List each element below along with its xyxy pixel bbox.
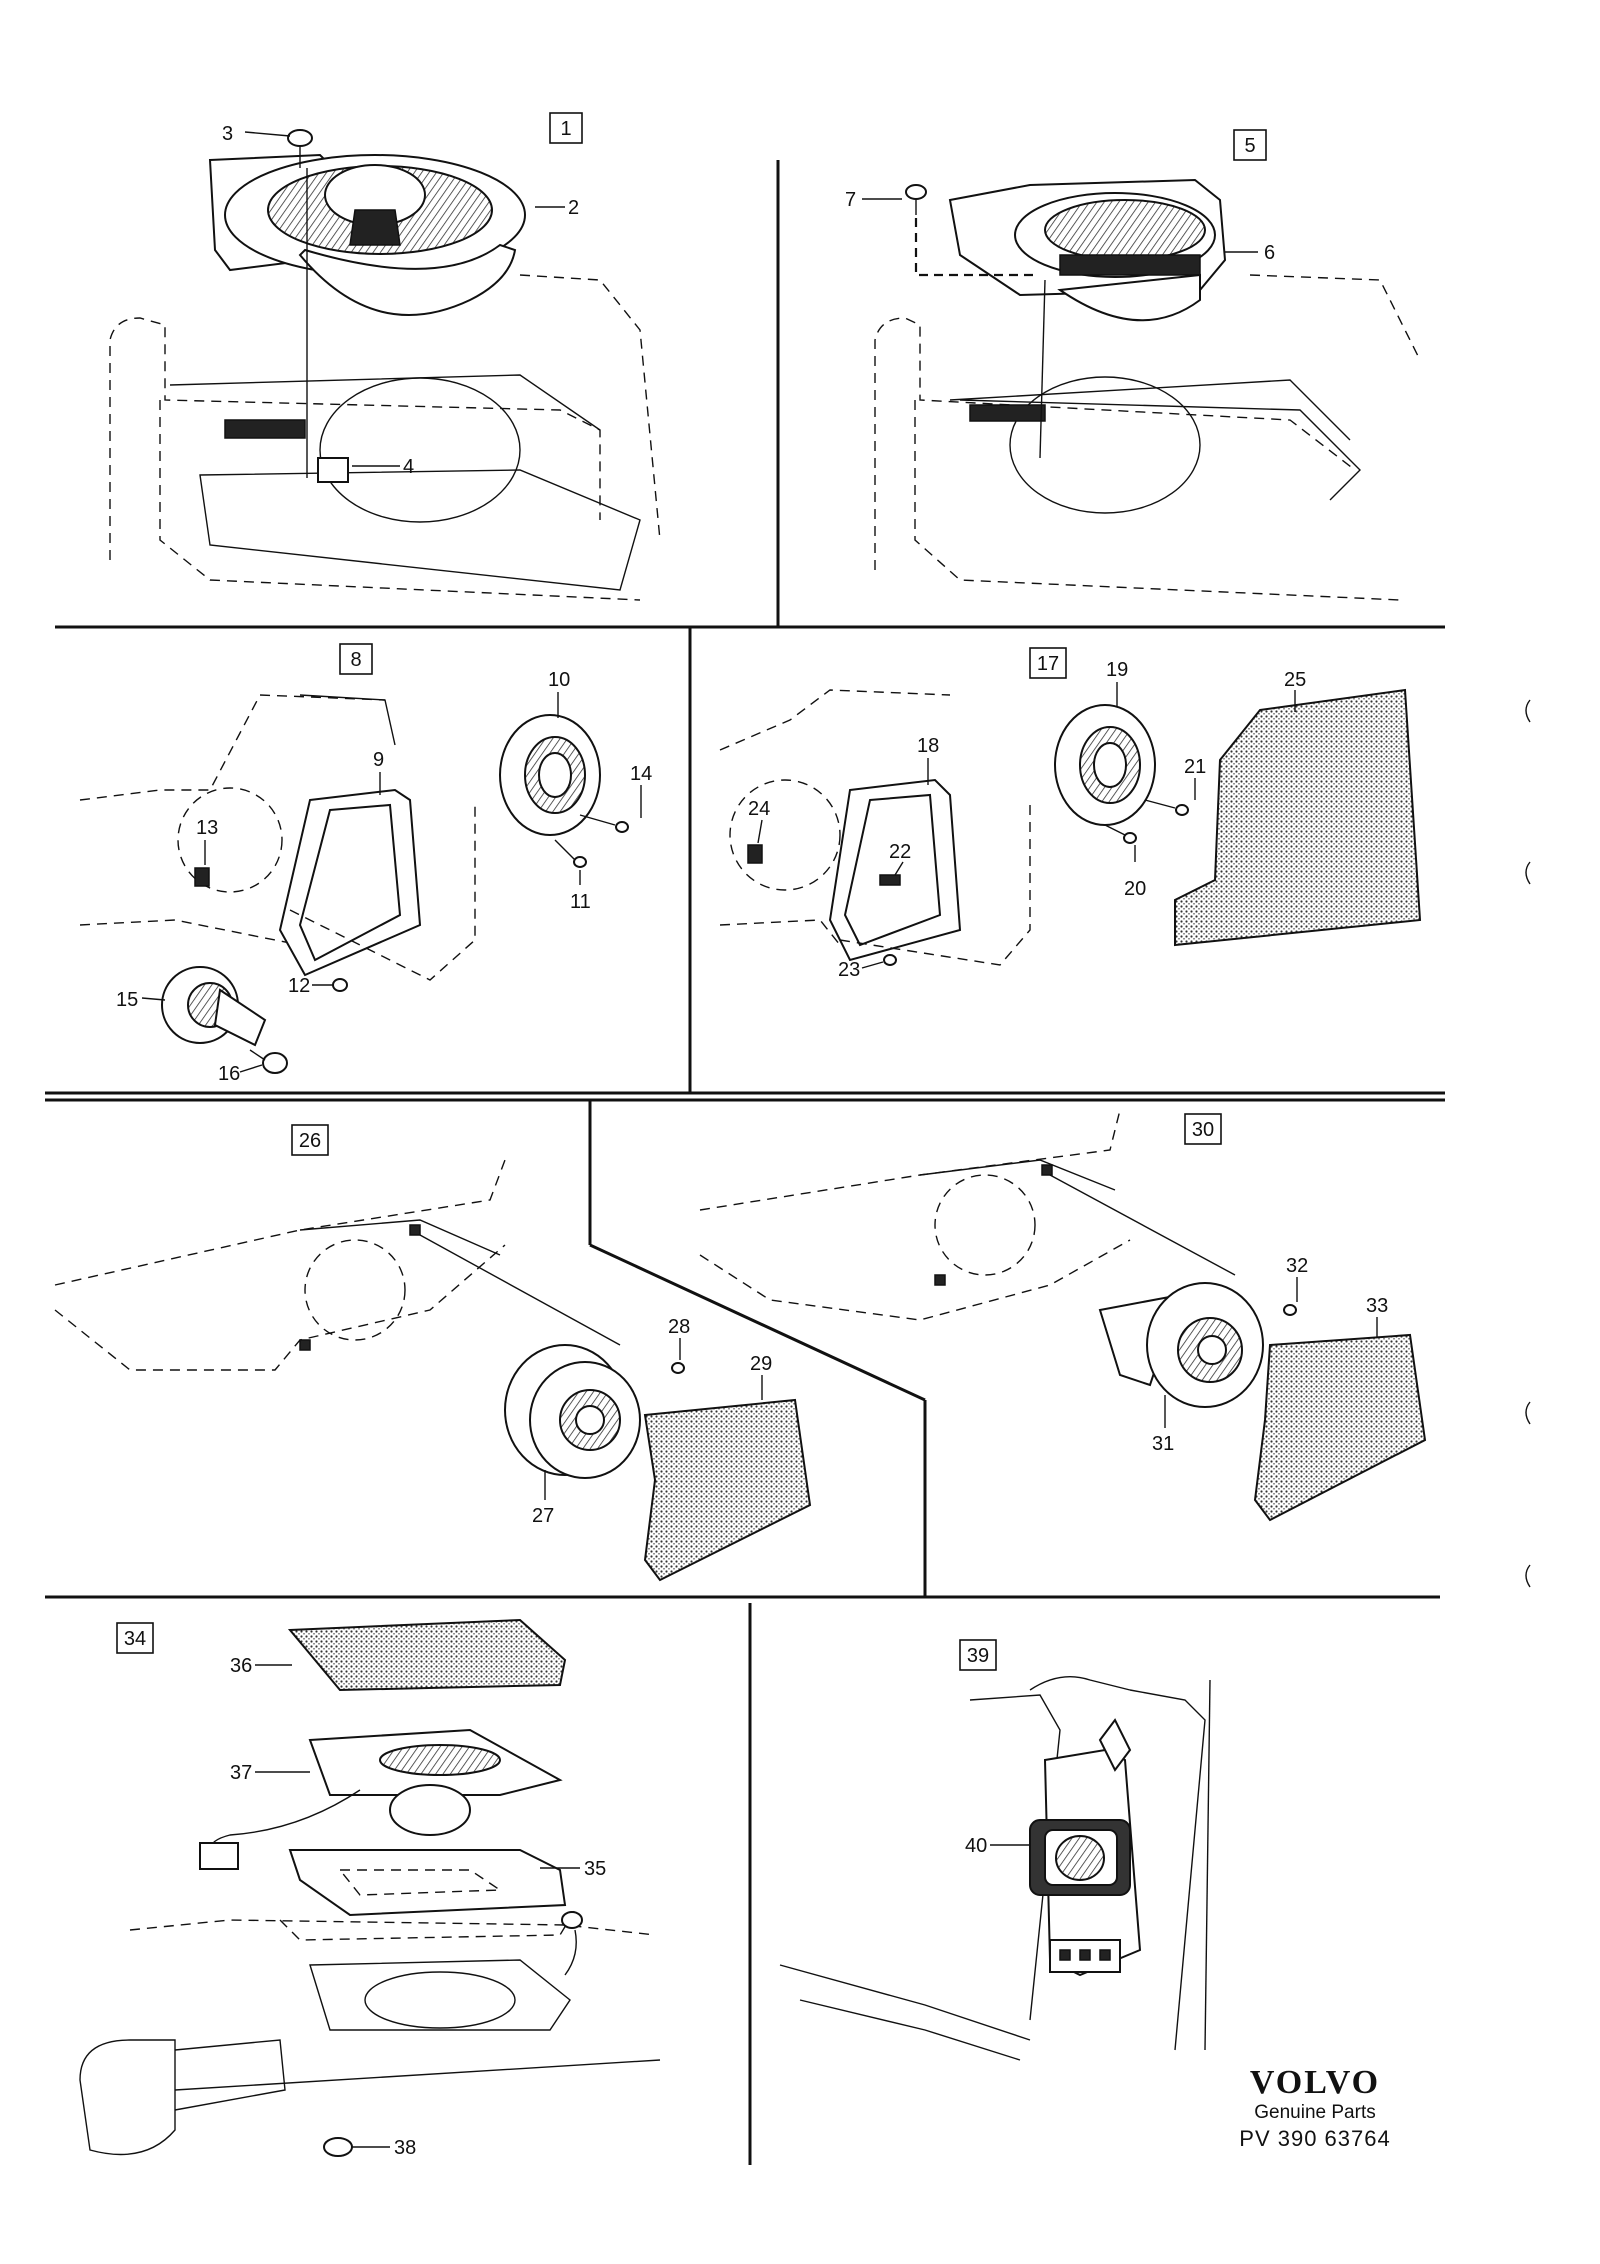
callout-31: 31 bbox=[1152, 1395, 1174, 1455]
callout-28: 28 bbox=[668, 1316, 690, 1360]
section-17-box: 17 bbox=[1029, 647, 1067, 679]
callout-13: 13 bbox=[196, 817, 218, 865]
punch-marks bbox=[1525, 699, 1531, 1588]
section-26-box: 26 bbox=[291, 1124, 329, 1156]
svg-text:40: 40 bbox=[965, 1835, 987, 1857]
svg-text:36: 36 bbox=[230, 1655, 252, 1677]
svg-text:12: 12 bbox=[288, 975, 310, 997]
svg-text:23: 23 bbox=[838, 959, 860, 981]
svg-text:20: 20 bbox=[1124, 878, 1146, 900]
callout-2: 2 bbox=[535, 197, 579, 219]
svg-text:27: 27 bbox=[532, 1505, 554, 1527]
callout-7: 7 bbox=[845, 189, 902, 211]
callout-29: 29 bbox=[750, 1353, 772, 1400]
callout-15: 15 bbox=[116, 989, 166, 1011]
volvo-logo: VOLVO bbox=[1249, 2064, 1381, 2101]
svg-text:4: 4 bbox=[403, 456, 414, 478]
callout-16: 16 bbox=[218, 1063, 263, 1085]
section-26-label: 26 bbox=[299, 1130, 321, 1152]
callout-20: 20 bbox=[1124, 845, 1146, 900]
callout-40: 40 bbox=[965, 1835, 1030, 1857]
volvo-brand-block: VOLVO Genuine Parts PV 390 63764 bbox=[1225, 2065, 1405, 2153]
genuine-parts-label: Genuine Parts bbox=[1254, 2102, 1376, 2123]
svg-text:24: 24 bbox=[748, 798, 770, 820]
svg-text:29: 29 bbox=[750, 1353, 772, 1375]
callout-4: 4 bbox=[352, 456, 414, 478]
section-30-label: 30 bbox=[1192, 1119, 1214, 1141]
svg-text:19: 19 bbox=[1106, 659, 1128, 681]
svg-text:16: 16 bbox=[218, 1063, 240, 1085]
section-1-box: 1 bbox=[549, 112, 583, 144]
panel-8-drawing bbox=[79, 694, 629, 1074]
svg-text:6: 6 bbox=[1264, 242, 1275, 264]
callout-21: 21 bbox=[1184, 756, 1206, 800]
svg-text:32: 32 bbox=[1286, 1255, 1308, 1277]
svg-text:21: 21 bbox=[1184, 756, 1206, 778]
callout-27: 27 bbox=[532, 1470, 554, 1527]
panel-17-drawing bbox=[719, 688, 1422, 966]
svg-text:37: 37 bbox=[230, 1762, 252, 1784]
callout-32: 32 bbox=[1286, 1255, 1308, 1302]
section-34-box: 34 bbox=[116, 1622, 154, 1654]
callout-25: 25 bbox=[1284, 669, 1306, 712]
svg-text:13: 13 bbox=[196, 817, 218, 839]
svg-text:11: 11 bbox=[570, 891, 591, 913]
svg-text:22: 22 bbox=[889, 841, 911, 863]
section-5-box: 5 bbox=[1233, 129, 1267, 161]
section-8-label: 8 bbox=[350, 649, 361, 671]
panel-26-drawing bbox=[54, 1159, 812, 1582]
svg-text:2: 2 bbox=[568, 197, 579, 219]
callout-37: 37 bbox=[230, 1762, 310, 1784]
section-39-label: 39 bbox=[967, 1645, 989, 1667]
callout-22: 22 bbox=[889, 841, 911, 876]
callout-6: 6 bbox=[1225, 242, 1275, 264]
panel-dividers bbox=[45, 160, 1445, 2165]
callout-19: 19 bbox=[1106, 659, 1128, 707]
callout-9: 9 bbox=[373, 749, 384, 795]
callout-14: 14 bbox=[630, 763, 652, 818]
panel-34-drawing bbox=[79, 1618, 661, 2157]
svg-text:10: 10 bbox=[548, 669, 570, 691]
section-30-box: 30 bbox=[1184, 1113, 1222, 1145]
svg-text:25: 25 bbox=[1284, 669, 1306, 691]
svg-text:18: 18 bbox=[917, 735, 939, 757]
panel-5-drawing bbox=[874, 178, 1421, 601]
reference-number: PV 390 63764 bbox=[1239, 2126, 1391, 2151]
panel-30-drawing bbox=[699, 1109, 1427, 1522]
section-1-label: 1 bbox=[560, 118, 571, 140]
svg-text:3: 3 bbox=[222, 123, 233, 145]
callout-23: 23 bbox=[838, 959, 884, 981]
callout-11: 11 bbox=[570, 870, 591, 913]
svg-text:38: 38 bbox=[394, 2137, 416, 2159]
callout-12: 12 bbox=[288, 975, 334, 997]
svg-text:14: 14 bbox=[630, 763, 652, 785]
panel-39-drawing bbox=[779, 1675, 1211, 2061]
svg-text:7: 7 bbox=[845, 189, 856, 211]
callout-38: 38 bbox=[352, 2137, 416, 2159]
section-5-label: 5 bbox=[1244, 135, 1255, 157]
section-17-label: 17 bbox=[1037, 653, 1059, 675]
svg-text:15: 15 bbox=[116, 989, 138, 1011]
callout-24: 24 bbox=[748, 798, 770, 844]
section-8-box: 8 bbox=[339, 643, 373, 675]
section-39-box: 39 bbox=[959, 1639, 997, 1671]
callout-36: 36 bbox=[230, 1655, 292, 1677]
panel-1-drawing bbox=[109, 129, 661, 601]
callout-35: 35 bbox=[540, 1858, 606, 1880]
svg-text:28: 28 bbox=[668, 1316, 690, 1338]
callout-33: 33 bbox=[1366, 1295, 1388, 1338]
section-34-label: 34 bbox=[124, 1628, 146, 1650]
callout-10: 10 bbox=[548, 669, 570, 718]
svg-text:9: 9 bbox=[373, 749, 384, 771]
callout-18: 18 bbox=[917, 735, 939, 785]
svg-text:33: 33 bbox=[1366, 1295, 1388, 1317]
svg-text:31: 31 bbox=[1152, 1433, 1174, 1455]
callout-3: 3 bbox=[222, 123, 291, 145]
svg-text:35: 35 bbox=[584, 1858, 606, 1880]
